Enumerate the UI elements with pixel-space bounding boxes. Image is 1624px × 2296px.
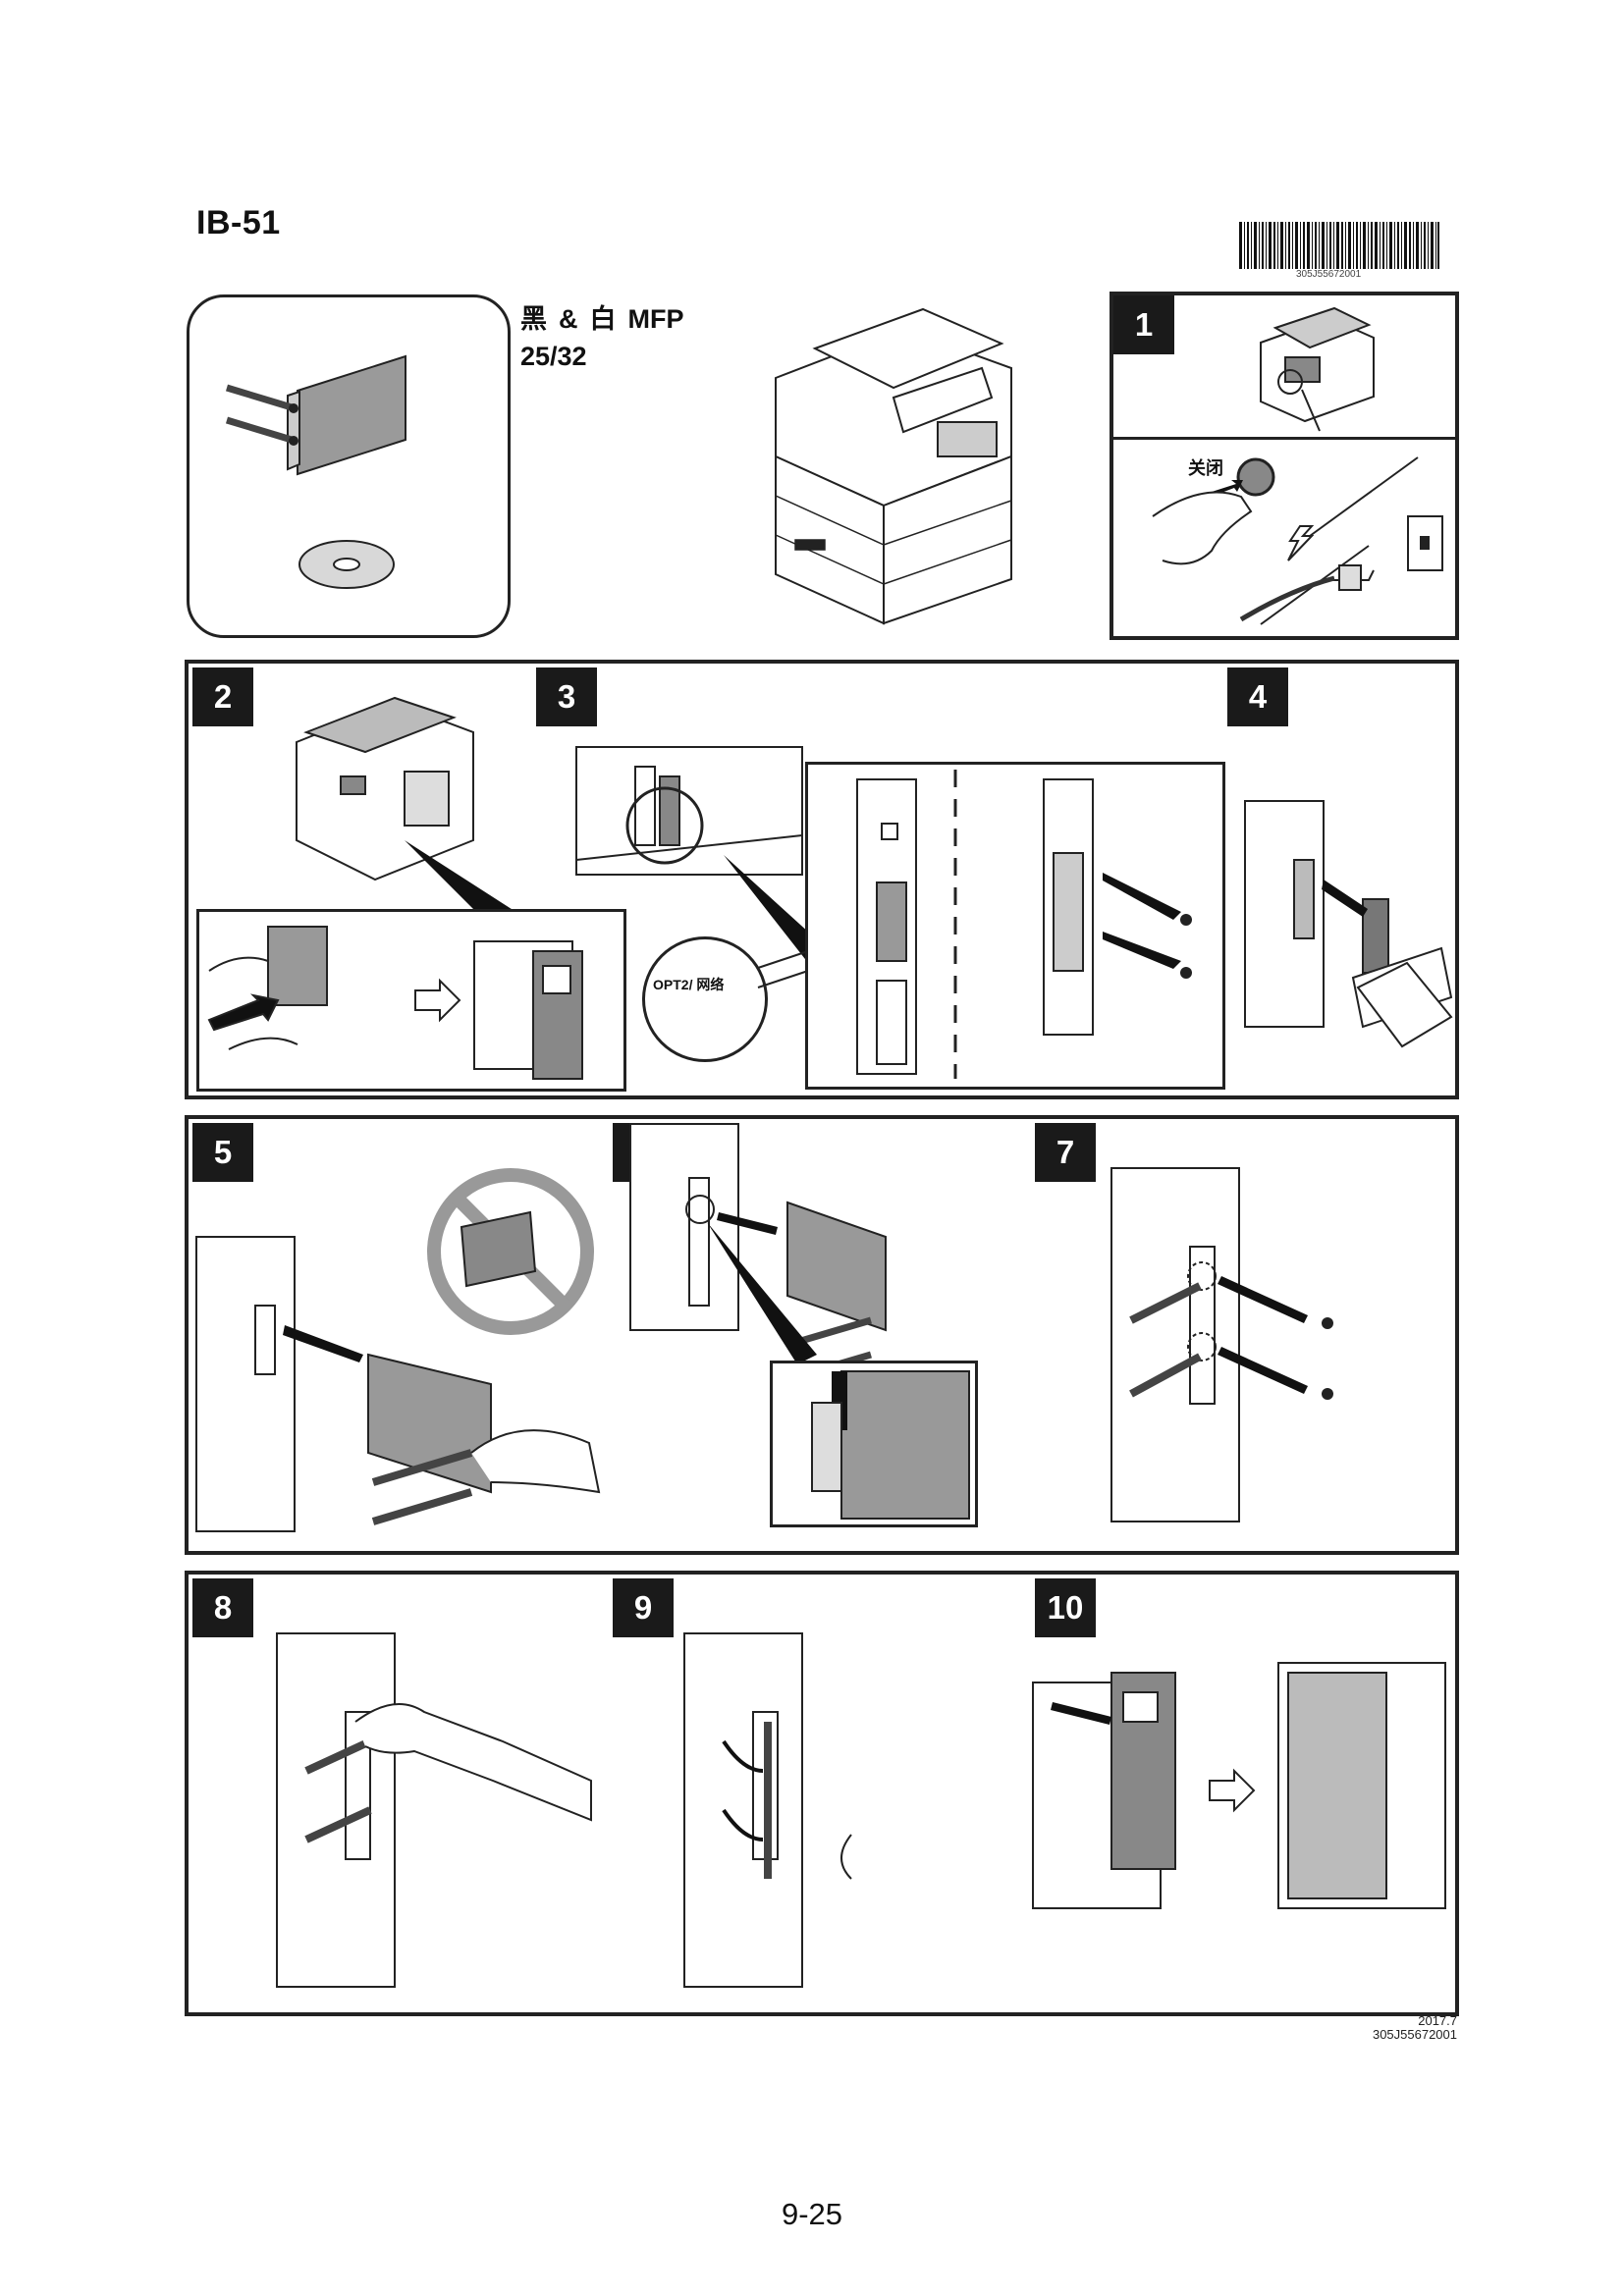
step3-machine-detail (575, 746, 832, 968)
footer-info: 2017.7 305J55672001 (1373, 2014, 1457, 2042)
step4-illustration (1244, 800, 1453, 1048)
steps-5-7-panel: 5 6 7 (185, 1115, 1459, 1555)
steps-8-10-panel: 8 9 10 (185, 1571, 1459, 2016)
step-8-number: 8 (192, 1578, 253, 1637)
package-contents (187, 294, 511, 638)
contents-illustration (225, 354, 406, 589)
step9-illustration (683, 1632, 852, 1988)
step8-illustration (276, 1632, 592, 1988)
step-number: 1 (1113, 295, 1174, 354)
barcode-text: 305J55672001 (1296, 269, 1362, 280)
page-title: IB-51 (196, 204, 281, 241)
step2-inset (196, 909, 626, 1092)
prohibited-icon (427, 1168, 594, 1335)
step2-inset-illustration (207, 926, 583, 1080)
step6-inset-illustration (811, 1370, 970, 1520)
step3-inset (805, 762, 1225, 1090)
step7-illustration (1110, 1167, 1333, 1522)
power-off-label: 关闭 (1188, 458, 1223, 478)
step-3-number: 3 (536, 667, 597, 726)
power-cord-icon (1239, 575, 1335, 622)
step-1-panel: 1 关闭 (1110, 292, 1459, 640)
cd-rom-icon (298, 540, 395, 589)
step6-illustration (629, 1123, 887, 1383)
step1-machine (1260, 306, 1375, 432)
interface-card-illustration (225, 354, 406, 476)
step-4-number: 4 (1227, 667, 1288, 726)
model-line-2: 25/32 (520, 342, 587, 371)
power-off-illustration (1152, 456, 1443, 625)
step6-inset (770, 1361, 978, 1527)
mfp-illustration (775, 307, 1012, 625)
step10-illustration (1032, 1662, 1446, 1909)
footer-date: 2017.7 (1418, 2013, 1457, 2028)
step-2-number: 2 (192, 667, 253, 726)
divider (1113, 437, 1455, 440)
step3-callout: OPT2/ 网络 (642, 936, 768, 1062)
footer-code: 305J55672001 (1372, 2027, 1457, 2042)
page-number: 9-25 (781, 2197, 843, 2231)
step-7-number: 7 (1035, 1123, 1096, 1182)
step-5-number: 5 (192, 1123, 253, 1182)
step5-illustration (195, 1168, 601, 1532)
power-button-icon (1236, 457, 1275, 497)
steps-2-4-panel: 2 3 4 (185, 660, 1459, 1099)
step2-machine-rear (296, 696, 542, 929)
opt2-network-label: OPT2/ 网络 (653, 977, 725, 992)
barcode (1239, 222, 1439, 269)
step-9-number: 9 (613, 1578, 674, 1637)
step-10-number: 10 (1035, 1578, 1096, 1637)
step3-inset-illustration (856, 770, 1192, 1079)
